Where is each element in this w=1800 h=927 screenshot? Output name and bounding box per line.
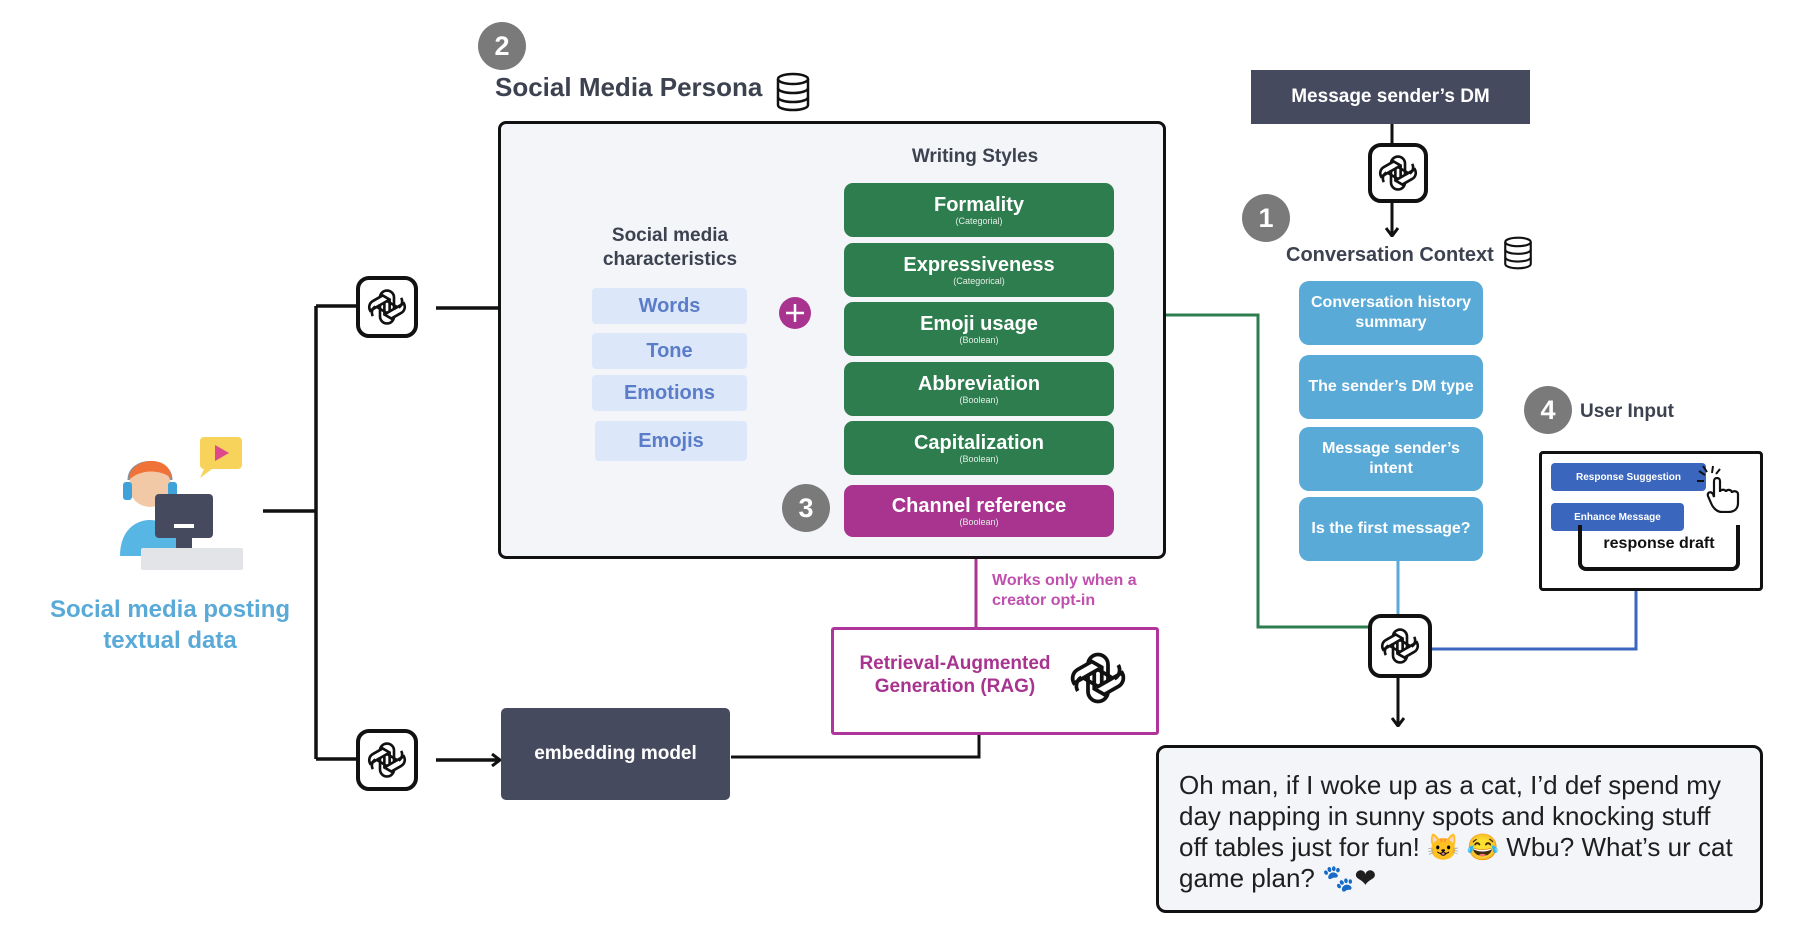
gpt-persona-node	[356, 276, 418, 338]
characteristic-emotions: Emotions	[592, 375, 747, 411]
context-first-message: Is the first message?	[1299, 497, 1483, 561]
style-type: (Categorical)	[953, 276, 1005, 286]
user-input-to-gpt-line	[1431, 591, 1638, 651]
persona-title: Social Media Persona	[495, 72, 763, 102]
characteristic-emojis: Emojis	[595, 421, 747, 461]
style-type: (Categorial)	[955, 216, 1003, 226]
rag-condition-note: Works only when a creator opt-in	[992, 572, 1137, 609]
dm-box: Message sender’s DM	[1251, 70, 1530, 124]
openai-icon	[367, 289, 407, 325]
style-label: Formality	[933, 194, 1025, 216]
style-type: (Boolean)	[959, 395, 999, 405]
style-formality: Formality (Categorial)	[844, 183, 1114, 237]
style-abbreviation: Abbreviation (Boolean)	[844, 362, 1114, 416]
database-icon	[1504, 236, 1532, 270]
style-label: Channel reference	[891, 495, 1067, 517]
step-2-badge: 2	[478, 22, 526, 70]
style-label: Emoji usage	[920, 313, 1038, 335]
user-input-title: User Input	[1580, 401, 1674, 422]
context-dm-type: The sender’s DM type	[1299, 355, 1483, 419]
context-title: Conversation Context	[1286, 244, 1494, 266]
response-draft-field[interactable]: response draft	[1578, 525, 1740, 571]
openai-icon	[367, 742, 407, 778]
style-type: (Boolean)	[959, 454, 999, 464]
step-4-badge: 4	[1524, 386, 1572, 434]
response-output-box: Oh man, if I woke up as a cat, I’d def s…	[1156, 745, 1763, 913]
persona-to-gpt-line	[1166, 313, 1368, 629]
step-3-badge: 3	[782, 484, 830, 532]
embedding-model-box: embedding model	[501, 708, 730, 800]
gpt-dm-node	[1368, 143, 1428, 203]
context-history-summary: Conversation history summary	[1299, 281, 1483, 345]
gpt-response-node	[1368, 614, 1432, 678]
gpt-embedding-node	[356, 729, 418, 791]
database-icon	[776, 72, 810, 112]
openai-icon	[1070, 652, 1126, 704]
style-channel-reference: Channel reference (Boolean)	[844, 485, 1114, 537]
style-type: (Boolean)	[959, 517, 999, 527]
style-label: Abbreviation	[917, 373, 1041, 395]
characteristic-tone: Tone	[592, 333, 747, 369]
style-label: Capitalization	[913, 432, 1044, 454]
style-expressiveness: Expressiveness (Categorical)	[844, 243, 1114, 297]
openai-icon	[1380, 628, 1420, 664]
rag-label: Retrieval-Augmented Generation (RAG)	[859, 653, 1051, 697]
step-1-badge: 1	[1242, 194, 1290, 242]
response-suggestion-button[interactable]: Response Suggestion	[1551, 463, 1706, 491]
style-label: Expressiveness	[903, 254, 1055, 276]
person-at-computer-icon	[120, 437, 243, 570]
style-capitalization: Capitalization (Boolean)	[844, 421, 1114, 475]
style-type: (Boolean)	[959, 335, 999, 345]
characteristics-title: Social media characteristics	[602, 225, 738, 270]
openai-icon	[1378, 155, 1418, 191]
source-label: Social media posting textual data	[49, 596, 291, 654]
writing-styles-title: Writing Styles	[911, 146, 1039, 167]
context-sender-intent: Message sender’s intent	[1299, 427, 1483, 491]
style-emoji-usage: Emoji usage (Boolean)	[844, 302, 1114, 356]
embedding-to-rag-line	[731, 735, 981, 759]
plus-circle-icon	[779, 297, 811, 329]
characteristic-words: Words	[592, 288, 747, 324]
hand-pointer-icon	[1697, 465, 1740, 513]
enhance-message-button[interactable]: Enhance Message	[1551, 503, 1684, 531]
